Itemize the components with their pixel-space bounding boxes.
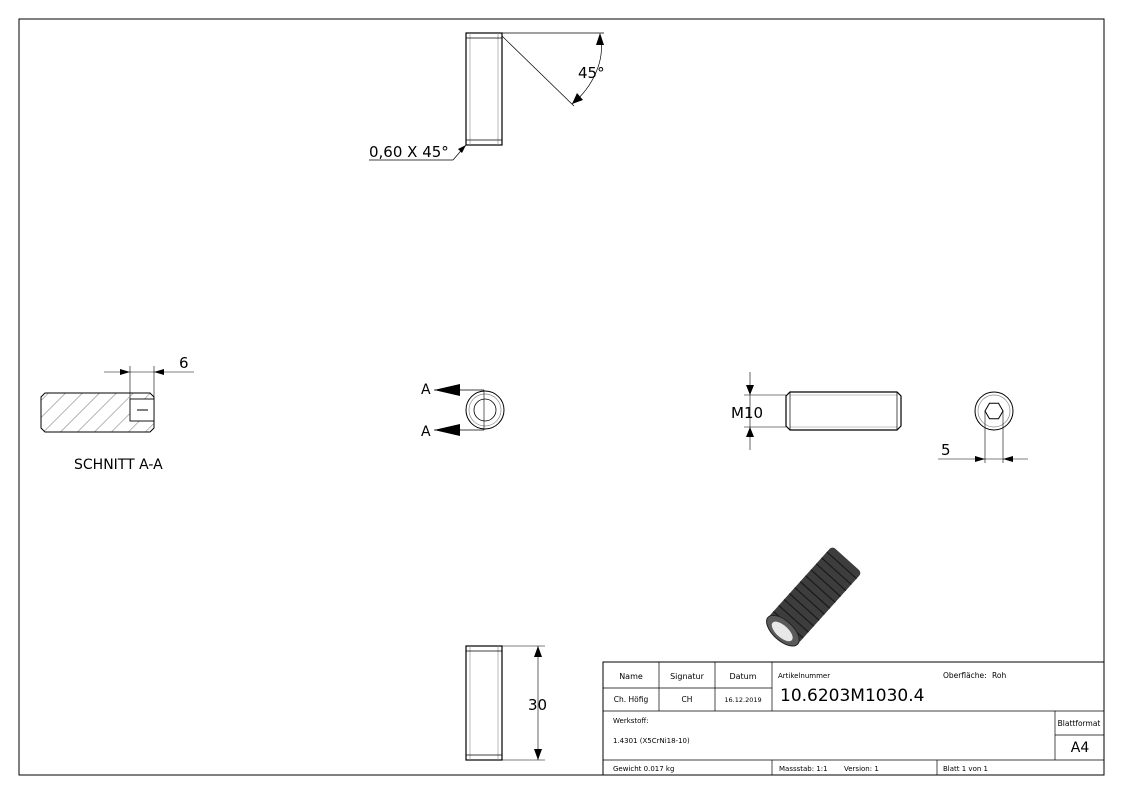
end-view-section-marks: A A [421, 382, 505, 440]
gewicht: Gewicht 0.017 kg [613, 765, 674, 773]
section-view: 6 SCHNITT A-A [40, 354, 194, 473]
bottom-view: 30 [465, 645, 547, 761]
sheet-border [18, 18, 1105, 776]
oberflaeche-label: Oberfläche: [943, 671, 987, 680]
section-dim-6: 6 [179, 354, 189, 372]
hex-dim-5: 5 [941, 441, 951, 459]
side-view: M10 [731, 372, 902, 450]
section-mark-upper: A [421, 382, 431, 398]
section-body [40, 392, 155, 433]
title-block: Name Signatur Datum Ch. Höfig CH 16.12.2… [602, 661, 1105, 776]
massstab: Massstab: 1:1 [779, 765, 828, 773]
hex-socket [984, 402, 1004, 420]
artikel-value: 10.6203M1030.4 [780, 686, 924, 706]
isometric-screw [766, 547, 861, 647]
blattformat-value: A4 [1071, 740, 1090, 756]
werkstoff-label: Werkstoff: [613, 717, 649, 725]
thread-label: M10 [731, 404, 763, 422]
version: Version: 1 [844, 765, 879, 773]
hex-end-view: 5 [938, 391, 1028, 463]
header-signatur: Signatur [670, 672, 705, 681]
header-name: Name [619, 672, 643, 681]
signatur-value: CH [682, 695, 693, 704]
length-dim-30: 30 [528, 696, 547, 714]
header-datum: Datum [729, 672, 756, 681]
top-view-body [465, 32, 503, 146]
oberflaeche-value: Roh [992, 671, 1006, 680]
top-view: 45° 0,60 X 45° [369, 32, 605, 161]
werkstoff-value: 1.4301 (X5CrNi18-10) [613, 737, 690, 745]
chamfer-label: 0,60 X 45° [369, 143, 449, 161]
name-value: Ch. Höfig [614, 695, 649, 704]
artikel-label: Artikelnummer [778, 672, 830, 680]
datum-value: 16.12.2019 [724, 696, 761, 704]
blattformat-label: Blattformat [1058, 719, 1101, 728]
blatt: Blatt 1 von 1 [943, 765, 988, 773]
section-title: SCHNITT A-A [74, 457, 163, 473]
top-angle-label: 45° [578, 64, 605, 82]
section-mark-lower: A [421, 424, 431, 440]
